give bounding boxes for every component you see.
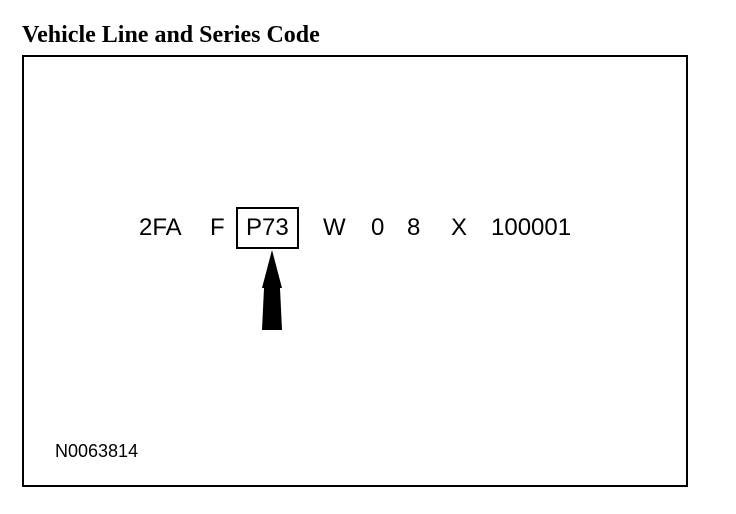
vin-segment-model-year: 8 xyxy=(407,214,421,241)
figure-id: N0063814 xyxy=(55,441,139,461)
vin-segment-wmi: 2FA xyxy=(139,214,182,241)
vin-segment-line-series-highlighted: P73 xyxy=(236,207,299,249)
vin-segment-engine: W xyxy=(323,214,346,241)
pointer-arrow-icon xyxy=(262,250,282,330)
diagram-title: Vehicle Line and Series Code xyxy=(22,22,320,48)
vin-segment-serial: 100001 xyxy=(491,214,572,241)
diagram-frame xyxy=(22,55,688,487)
vin-segment-plant: X xyxy=(451,214,468,241)
vin-segment-check-digit: 0 xyxy=(371,214,385,241)
vin-segment-restraint: F xyxy=(210,214,225,241)
